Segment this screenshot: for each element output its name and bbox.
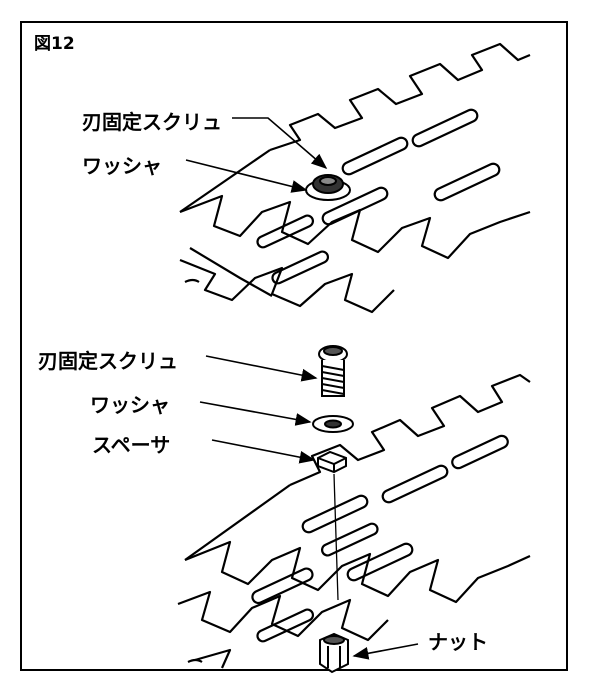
label-bottom-blade-screw: 刃固定スクリュ <box>38 349 178 373</box>
label-top-washer: ワッシャ <box>82 154 162 178</box>
leader-bottom-washer <box>199 401 312 426</box>
top-blade <box>179 42 531 314</box>
label-spacer: スペーサ <box>92 433 171 457</box>
label-bottom-washer: ワッシャ <box>90 393 170 417</box>
label-top-blade-screw: 刃固定スクリュ <box>82 110 222 134</box>
top-screw-assembly <box>305 174 351 201</box>
leader-nut <box>352 643 419 660</box>
leader-top-screw <box>232 117 328 170</box>
exploded-parts <box>312 345 354 674</box>
leader-spacer <box>211 439 316 464</box>
leader-bottom-screw <box>205 355 318 382</box>
bottom-blade <box>177 373 531 669</box>
label-nut: ナット <box>428 630 488 654</box>
leader-top-washer <box>185 159 308 193</box>
figure-number: 図12 <box>34 34 75 54</box>
